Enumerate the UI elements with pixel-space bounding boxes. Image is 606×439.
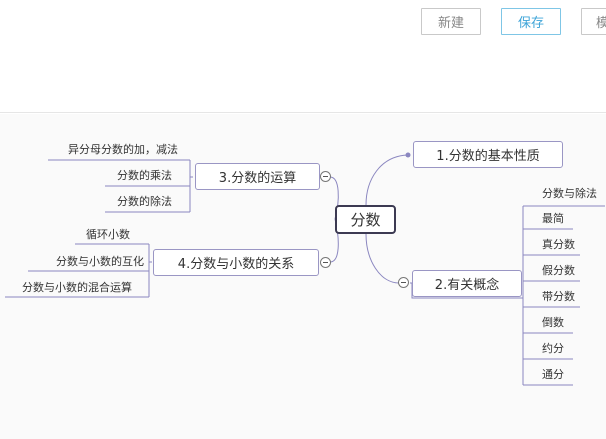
collapse-toggle-concepts[interactable] (398, 277, 409, 288)
leaf-fraction-division-op[interactable]: 分数的除法 (117, 195, 172, 208)
leaf-unlike-add-subtract[interactable]: 异分母分数的加，减法 (68, 143, 178, 156)
leaf-common-denominator[interactable]: 通分 (542, 368, 564, 381)
leaf-fraction-division[interactable]: 分数与除法 (542, 187, 597, 200)
leaf-proper-fraction[interactable]: 真分数 (542, 238, 575, 251)
leaf-mixed-number[interactable]: 带分数 (542, 290, 575, 303)
leaf-mixed-operations[interactable]: 分数与小数的混合运算 (22, 281, 132, 294)
leaf-fraction-multiplication[interactable]: 分数的乘法 (117, 169, 172, 182)
toolbar: 新建 保存 模 (0, 0, 606, 113)
save-button[interactable]: 保存 (501, 8, 561, 35)
template-button[interactable]: 模 (581, 8, 606, 35)
node-operations[interactable]: 3.分数的运算 (195, 163, 320, 190)
leaf-reduction[interactable]: 约分 (542, 342, 564, 355)
leaf-conversion[interactable]: 分数与小数的互化 (56, 255, 144, 268)
collapse-toggle-operations[interactable] (320, 171, 331, 182)
leaf-improper-fraction[interactable]: 假分数 (542, 264, 575, 277)
collapse-toggle-relations[interactable] (320, 257, 331, 268)
new-button[interactable]: 新建 (421, 8, 481, 35)
leaf-simplest[interactable]: 最简 (542, 212, 564, 225)
node-basic-property[interactable]: 1.分数的基本性质 (413, 141, 563, 168)
root-node[interactable]: 分数 (335, 205, 396, 234)
leaf-reciprocal[interactable]: 倒数 (542, 316, 564, 329)
node-relations[interactable]: 4.分数与小数的关系 (153, 249, 319, 276)
node-concepts[interactable]: 2.有关概念 (412, 270, 522, 297)
leaf-repeating-decimal[interactable]: 循环小数 (86, 228, 130, 241)
